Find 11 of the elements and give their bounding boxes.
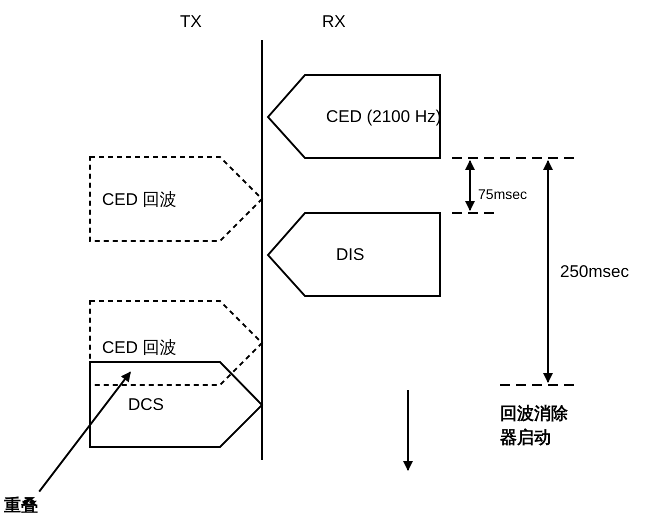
signal-label: CED 回波 <box>102 189 177 211</box>
axis-label: RX <box>322 12 346 32</box>
leader-arrow <box>38 371 132 492</box>
signal-label: DIS <box>336 245 364 265</box>
overlap-label: 重叠 <box>4 495 38 517</box>
signal-label: CED 回波 <box>102 337 177 359</box>
note-label: 回波消除器启动 <box>500 403 569 449</box>
axis-label: TX <box>180 12 202 32</box>
dimension-label: 250msec <box>560 262 629 282</box>
signal-label: DCS <box>128 395 164 415</box>
dimension-label: 75msec <box>478 186 528 202</box>
